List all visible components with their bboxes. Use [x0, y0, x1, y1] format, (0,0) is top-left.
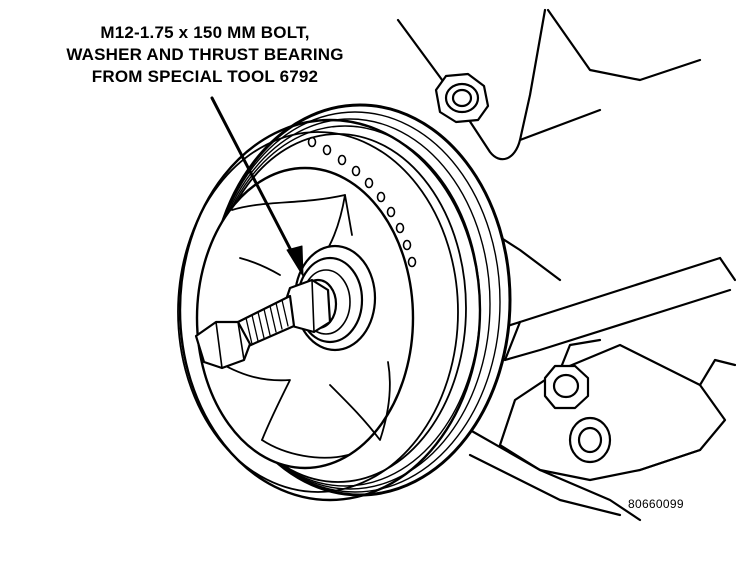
- callout-line-1: M12-1.75 x 150 MM BOLT,: [100, 23, 310, 42]
- callout-line-3: FROM SPECIAL TOOL 6792: [91, 67, 319, 86]
- figure-id: 80660099: [628, 497, 684, 511]
- callout-line-2: WASHER AND THRUST BEARING: [66, 45, 344, 64]
- bolt-head: [194, 320, 252, 370]
- bracket-boss: [568, 416, 612, 464]
- upper-flange-nut: [434, 72, 490, 124]
- bolt-callout-label: M12-1.75 x 150 MM BOLT, WASHER AND THRUS…: [20, 22, 390, 88]
- timing-holes: [307, 136, 417, 268]
- callout-leader-arrow: [210, 96, 304, 277]
- bracket-bolt: [543, 364, 590, 410]
